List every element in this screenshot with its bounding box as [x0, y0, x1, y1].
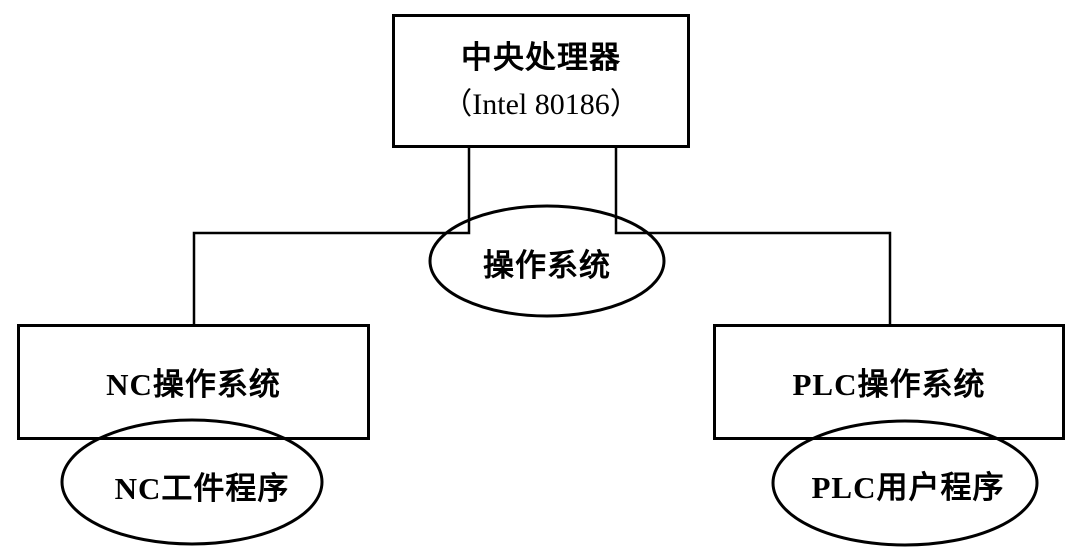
os-label: 操作系统 — [483, 248, 611, 283]
connector-cpu-to-plc-os — [614, 147, 892, 324]
plc-program-label-wrap: PLC用户程序 — [758, 469, 1058, 507]
nc-program-ellipse — [60, 418, 324, 546]
nc-os-box: NC操作系统 — [17, 324, 370, 440]
plc-program-label: PLC用户程序 — [811, 470, 1005, 505]
plc-os-label: PLC操作系统 — [792, 367, 986, 402]
os-ellipse — [428, 204, 666, 318]
nc-program-label: NC工件程序 — [114, 471, 290, 506]
plc-program-ellipse — [771, 419, 1039, 547]
nc-program-label-wrap: NC工件程序 — [52, 470, 352, 508]
os-label-wrap: 操作系统 — [447, 247, 647, 285]
connector-cpu-to-nc-os — [192, 147, 471, 324]
nc-os-label: NC操作系统 — [106, 367, 281, 402]
cpu-box: 中央处理器 （Intel 80186） — [392, 14, 690, 148]
cpu-label: 中央处理器 — [461, 39, 621, 75]
cpu-sublabel: （Intel 80186） — [442, 87, 640, 121]
plc-os-box: PLC操作系统 — [713, 324, 1065, 440]
